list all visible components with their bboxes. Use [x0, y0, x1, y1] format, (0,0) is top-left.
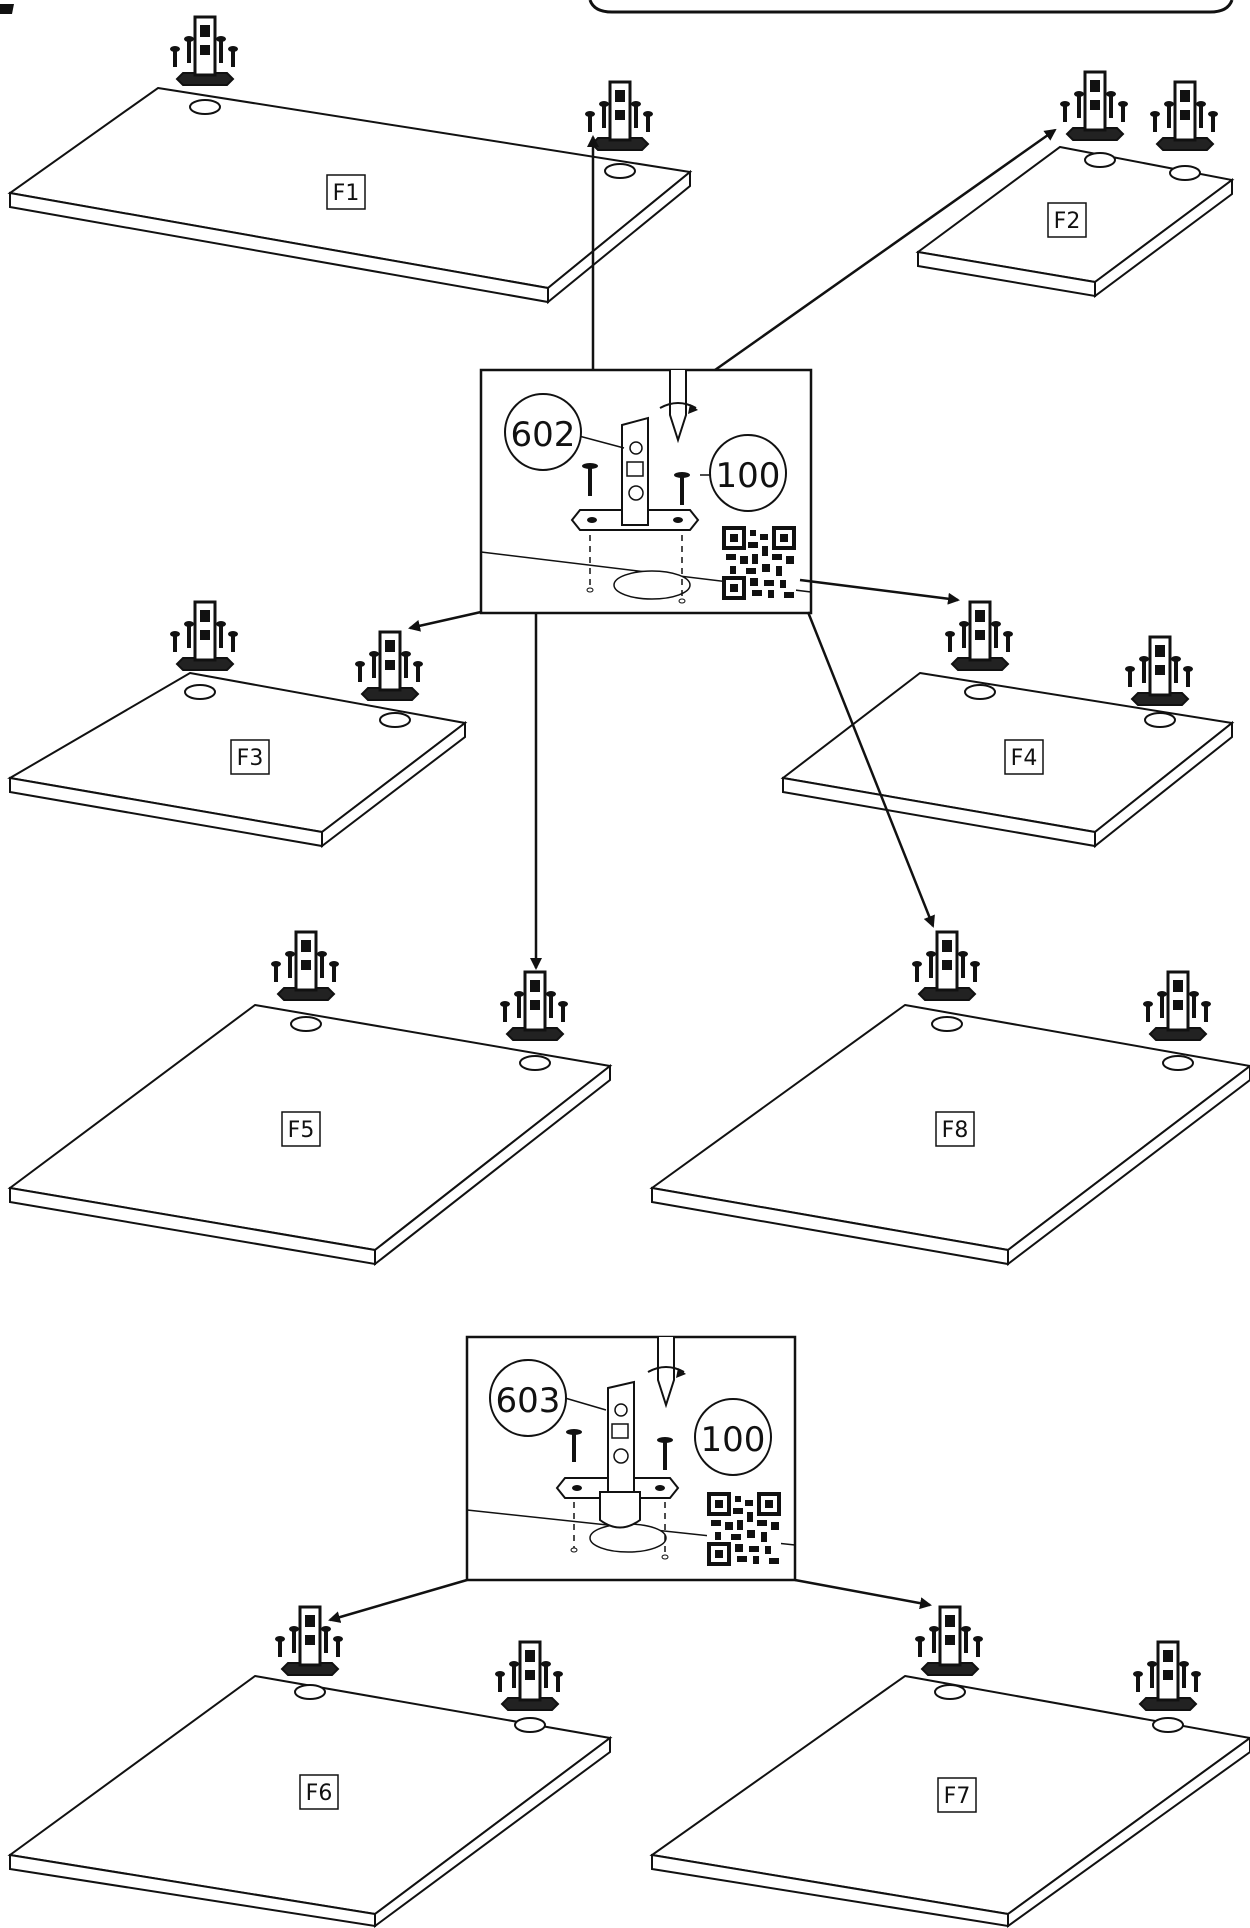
label-F2: F2: [1054, 209, 1081, 234]
screwdriver-icon: [659, 370, 698, 444]
detail-box-602: 602 100: [479, 368, 813, 615]
hinge-icon: [269, 930, 341, 1002]
label-F6: F6: [306, 1781, 333, 1806]
hinge-icon: [913, 1605, 985, 1677]
label-F4: F4: [1011, 746, 1038, 771]
hinge-icon: [1148, 80, 1220, 152]
screw-icon: [566, 1429, 582, 1553]
hinge-icon: [168, 600, 240, 672]
label-F3: F3: [237, 746, 264, 771]
detail-box-603: 603 100: [465, 1335, 797, 1582]
arrow-to-F6: [328, 1578, 468, 1623]
hinge-icon: [1141, 970, 1213, 1042]
hinge-icon: [910, 930, 982, 1002]
arrows: [328, 128, 1057, 1623]
label-F1: F1: [333, 181, 360, 206]
arrow-to-F2: [714, 128, 1057, 372]
hinge-icon: [273, 1605, 345, 1677]
hinge-icon: [168, 15, 240, 87]
panel-labels: F1 F2 F3 F4 F5 F8 F6 F7: [230, 174, 1087, 1813]
hinge-icon: [1131, 1640, 1203, 1712]
arrow-to-F3: [408, 610, 482, 632]
step-number-fragment: [0, 4, 14, 14]
screw-number-100-b: 100: [701, 1420, 766, 1460]
screw-icon: [657, 1437, 673, 1560]
arrow-to-F8: [806, 611, 935, 928]
screw-number-100-a: 100: [716, 456, 781, 496]
screw-icon: [582, 463, 598, 593]
hinge-icon: [493, 1640, 565, 1712]
qr-code-icon: [705, 1490, 783, 1568]
hinge-icon: [1123, 635, 1195, 707]
arrow-to-F7: [794, 1578, 932, 1610]
label-F7: F7: [944, 1784, 971, 1809]
screwdriver-icon: [647, 1337, 686, 1409]
panels-layer: [7, 86, 1250, 1928]
part-number-602: 602: [511, 415, 576, 455]
header-frame: [588, 0, 1234, 14]
hinge-icon: [943, 600, 1015, 672]
hinge-icon: [498, 970, 570, 1042]
hinge-icon: [1058, 70, 1130, 142]
qr-code-icon: [720, 524, 798, 602]
hinge-icon: [353, 630, 425, 702]
arrow-to-F4: [799, 578, 960, 605]
part-number-603: 603: [496, 1381, 561, 1421]
label-F8: F8: [942, 1118, 969, 1143]
hinge-icon: [583, 80, 655, 152]
screw-icon: [674, 472, 690, 604]
label-F5: F5: [288, 1118, 315, 1143]
